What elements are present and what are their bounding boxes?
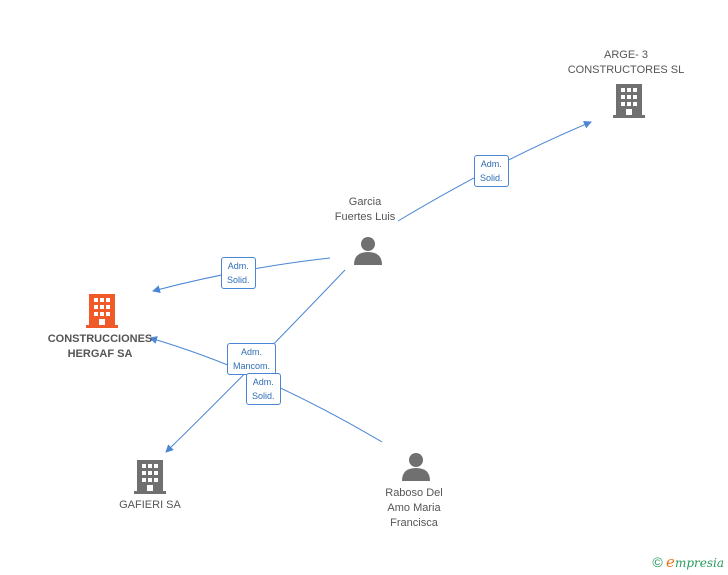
building-icon[interactable] bbox=[134, 460, 166, 494]
edge-label-garcia-arge[interactable]: Adm. Solid. bbox=[474, 155, 509, 187]
person-icon[interactable] bbox=[353, 235, 383, 265]
node-label-garcia[interactable]: Garcia Fuertes Luis bbox=[334, 196, 396, 223]
edge-label-garcia-gafieri[interactable]: Adm. Mancom. bbox=[227, 343, 277, 375]
node-label-gafieri[interactable]: GAFIERI SA bbox=[119, 499, 181, 511]
edge-label-raboso-construcciones[interactable]: Adm. Solid. bbox=[246, 373, 281, 405]
building-icon[interactable] bbox=[613, 84, 645, 118]
person-icon[interactable] bbox=[401, 451, 431, 481]
node-label-raboso[interactable]: Raboso Del Amo Maria Francisca bbox=[385, 487, 443, 529]
main-building-icon[interactable] bbox=[86, 294, 118, 328]
node-label-construcciones[interactable]: CONSTRUCCIONES HERGAF SA bbox=[47, 333, 153, 360]
node-label-arge[interactable]: ARGE- 3 CONSTRUCTORES SL bbox=[567, 49, 685, 76]
edge-label-garcia-construcciones[interactable]: Adm. Solid. bbox=[221, 257, 256, 289]
copyright-symbol: © bbox=[652, 554, 663, 570]
empresia-logo: empresia bbox=[666, 553, 724, 571]
empresia-watermark: © empresia bbox=[652, 553, 724, 571]
